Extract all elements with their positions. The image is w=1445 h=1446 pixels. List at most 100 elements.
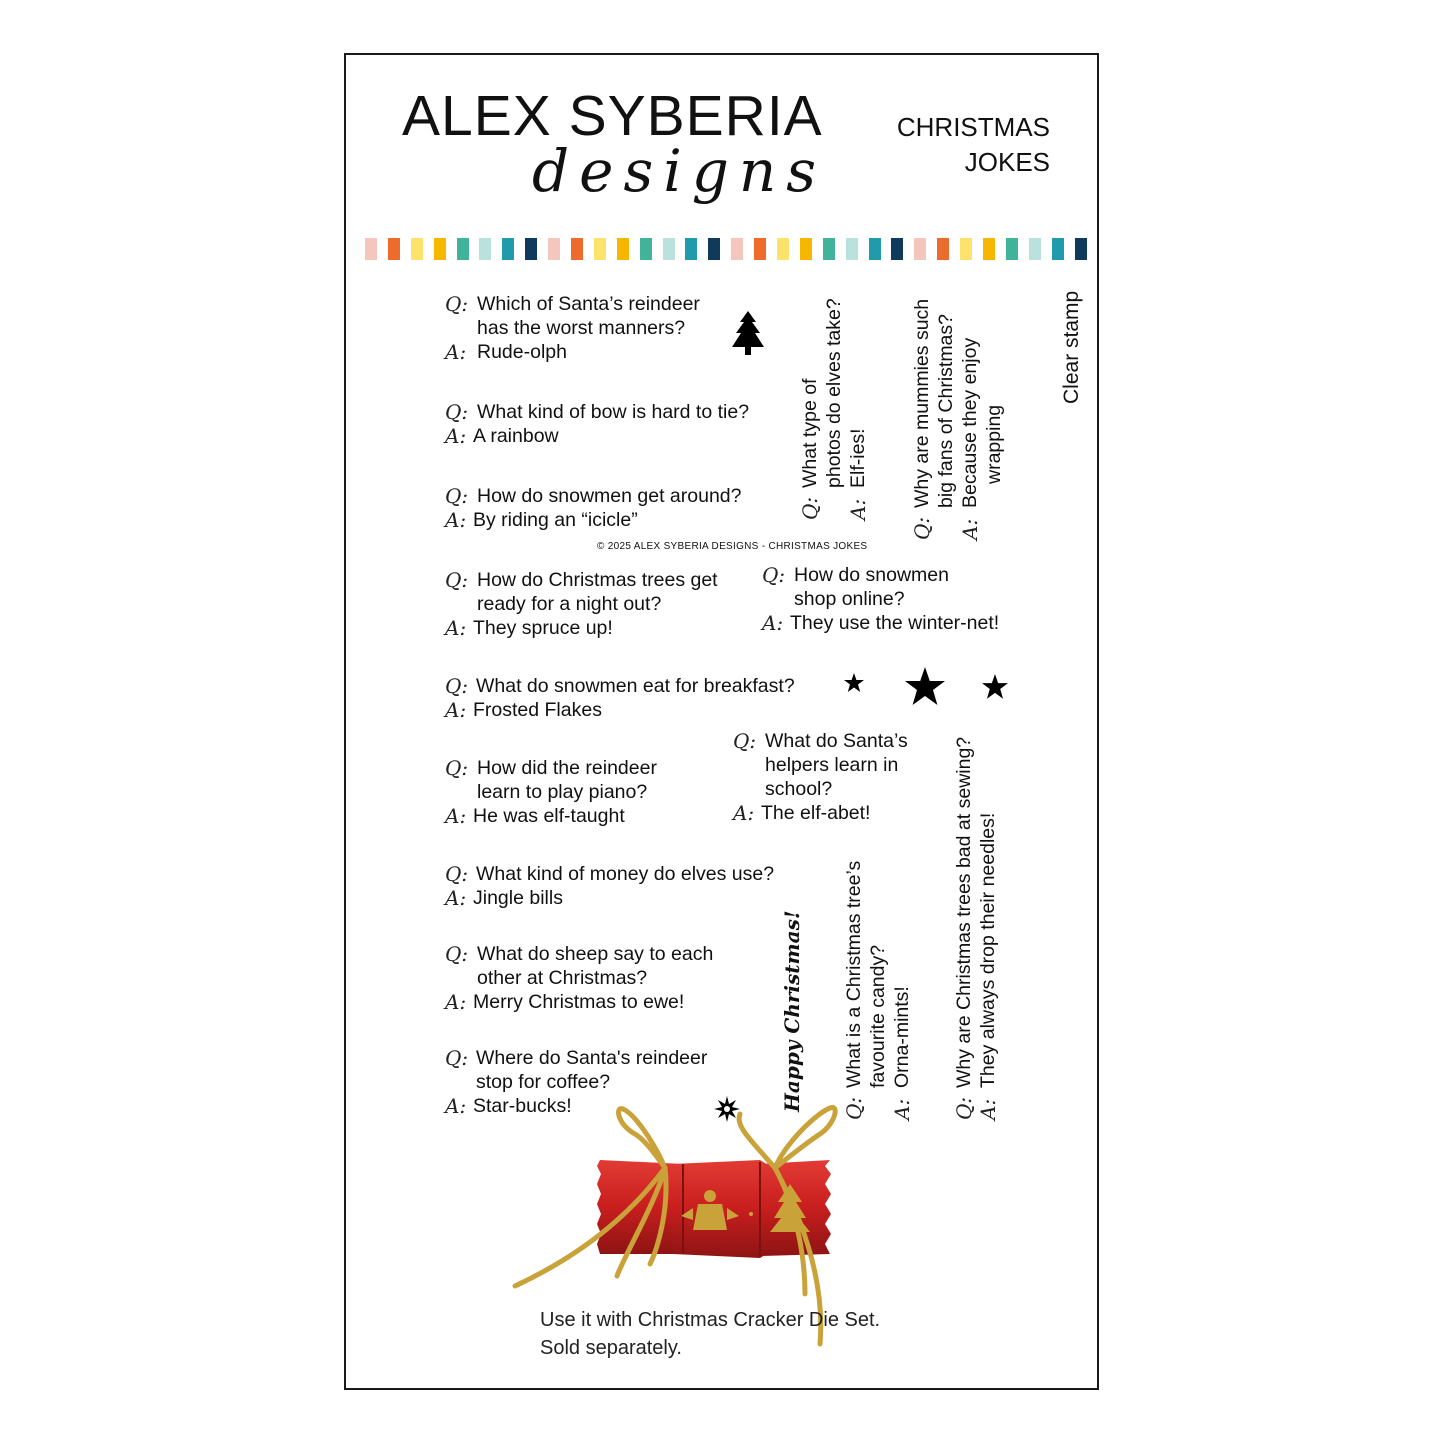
joke-question: What kind of bow is hard to tie?: [477, 401, 750, 423]
vertical-joke-1: Q:What type of photos do elves take? A:E…: [798, 298, 870, 520]
color-swatch: [548, 238, 561, 260]
star-large-icon: [905, 667, 945, 705]
a-prefix: A:: [445, 698, 467, 722]
a-prefix: A:: [445, 616, 467, 640]
color-swatch: [845, 238, 858, 260]
joke-question: stop for coffee?: [476, 1071, 611, 1093]
color-swatch: [868, 238, 881, 260]
q-prefix: Q:: [762, 563, 786, 587]
joke-answer: Frosted Flakes: [473, 699, 602, 721]
product-note-line2: Sold separately.: [540, 1337, 682, 1359]
color-swatch: [891, 238, 904, 260]
color-swatch: [387, 238, 400, 260]
q-prefix: Q:: [445, 568, 469, 592]
vertical-joke-4: Q: Why are Christmas trees bad at sewing?…: [952, 737, 1000, 1120]
color-swatch: [616, 238, 629, 260]
joke-question: Where do Santa's reindeer: [476, 1047, 708, 1069]
joke-question: Why are Christmas trees bad at sewing?: [953, 736, 975, 1088]
joke-10: Q: What do sheep say to each other at Chr…: [445, 942, 713, 1014]
joke-answer: Elf-ies!: [847, 428, 869, 488]
color-swatch: [960, 238, 973, 260]
color-swatch: [410, 238, 423, 260]
joke-question: other at Christmas?: [477, 967, 648, 989]
joke-question: shop online?: [794, 588, 905, 610]
color-swatch: [479, 238, 492, 260]
color-swatch: [1028, 238, 1041, 260]
tree-icon: [732, 311, 764, 355]
color-swatch: [799, 238, 812, 260]
star-medium-icon: [982, 674, 1008, 699]
product-note-line1: Use it with Christmas Cracker Die Set.: [540, 1309, 881, 1331]
product-title-line1: CHRISTMAS: [896, 112, 1050, 142]
color-swatch: [593, 238, 606, 260]
christmas-cracker-image: [512, 1105, 838, 1347]
copyright: © 2025 ALEX SYBERIA DESIGNS - CHRISTMAS …: [597, 541, 868, 552]
color-swatch: [502, 238, 515, 260]
joke-question: How do snowmen get around?: [477, 485, 742, 507]
product-title: CHRISTMAS JOKES: [897, 110, 1050, 180]
a-prefix: A:: [733, 801, 755, 825]
color-swatch: [731, 238, 744, 260]
a-prefix: A:: [445, 804, 467, 828]
joke-question: What do snowmen eat for breakfast?: [476, 675, 795, 697]
joke-answer: wrapping: [983, 404, 1005, 484]
a-prefix: A:: [846, 498, 870, 520]
color-swatch: [1074, 238, 1087, 260]
color-swatch: [1005, 238, 1018, 260]
a-prefix: A:: [762, 611, 784, 635]
joke-answer: They use the winter-net!: [790, 612, 1000, 634]
joke-3: Q:How do snowmen get around? A:By riding…: [445, 484, 742, 532]
joke-question: What do sheep say to each: [477, 943, 714, 965]
joke-question: favourite candy?: [867, 944, 889, 1088]
joke-7: Q:How did the reindeer learn to play pia…: [445, 756, 657, 828]
starburst-icon: [714, 1096, 740, 1122]
joke-answer: The elf-abet!: [761, 802, 871, 824]
q-prefix: Q:: [445, 1046, 469, 1070]
joke-5: Q: How do snowmen shop online? A: They use…: [762, 563, 999, 635]
color-swatch: [983, 238, 996, 260]
joke-question: What kind of money do elves use?: [476, 863, 775, 885]
joke-9: Q:What kind of money do elves use? A:Jin…: [445, 862, 774, 910]
joke-answer: Orna-mints!: [891, 986, 913, 1088]
vertical-joke-3: Q:What is a Christmas tree’s favourite c…: [842, 861, 914, 1120]
color-swatch: [914, 238, 927, 260]
joke-question: photos do elves take?: [823, 298, 845, 488]
joke-question: What is a Christmas tree’s: [843, 860, 865, 1088]
q-prefix: Q:: [445, 942, 469, 966]
joke-1: Q:Which of Santa’s reindeer has the wors…: [445, 292, 700, 364]
a-prefix: A:: [445, 340, 467, 364]
a-prefix: A:: [445, 424, 467, 448]
q-prefix: Q:: [445, 400, 469, 424]
joke-question: How did the reindeer: [477, 757, 657, 779]
a-prefix: A:: [445, 990, 467, 1014]
joke-answer: Jingle bills: [473, 887, 563, 909]
q-prefix: Q:: [445, 484, 469, 508]
joke-answer: They always drop their needles!: [977, 812, 999, 1088]
a-prefix: A:: [445, 508, 467, 532]
joke-question: Why are mummies such: [911, 298, 933, 508]
happy-christmas-text: Happy Christmas!: [780, 910, 804, 1112]
joke-answer: He was elf-taught: [473, 805, 625, 827]
joke-question: How do snowmen: [794, 564, 949, 586]
q-prefix: Q:: [952, 1096, 976, 1120]
q-prefix: Q:: [910, 516, 934, 540]
color-swatch: [365, 238, 377, 260]
color-swatch: [754, 238, 767, 260]
joke-question: big fans of Christmas?: [935, 313, 957, 508]
joke-4: Q:How do Christmas trees get ready for a…: [445, 568, 718, 640]
joke-question: How do Christmas trees get: [477, 569, 718, 591]
q-prefix: Q:: [733, 729, 757, 753]
color-swatch: [685, 238, 698, 260]
brand-name: ALEX SYBERIA: [402, 84, 823, 148]
joke-answer: Because they enjoy: [959, 337, 981, 508]
joke-answer: Rude-olph: [477, 341, 567, 363]
joke-answer: A rainbow: [473, 425, 559, 447]
q-prefix: Q:: [445, 756, 469, 780]
a-prefix: A:: [445, 886, 467, 910]
a-prefix: A:: [976, 1098, 1000, 1120]
joke-answer: They spruce up!: [473, 617, 613, 639]
color-swatch: [822, 238, 835, 260]
joke-11: Q: Where do Santa's reindeer stop for cof…: [445, 1046, 707, 1118]
color-swatch: [937, 238, 950, 260]
joke-question: school?: [765, 778, 833, 800]
